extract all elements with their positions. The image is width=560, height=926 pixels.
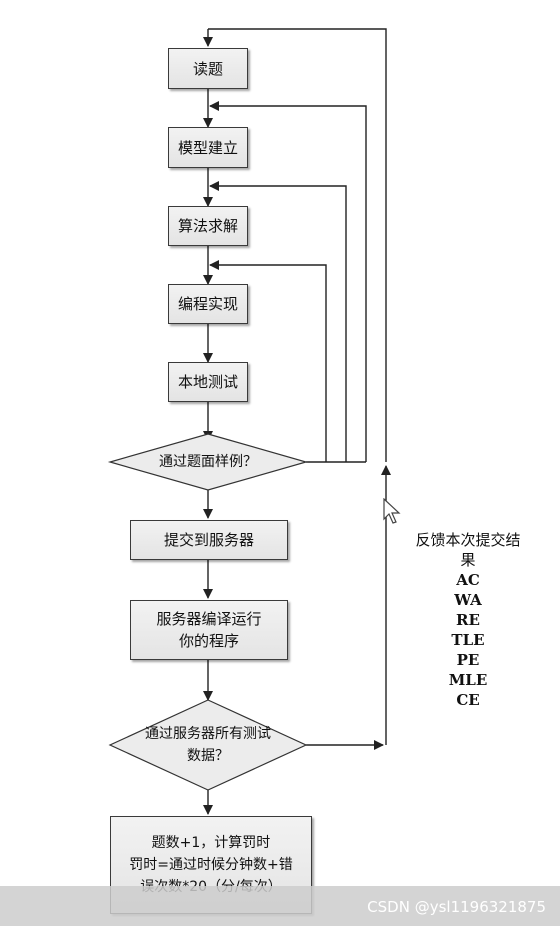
footer-bar: CSDN @ysl1196321875 (0, 886, 560, 926)
decision-server-text-2: 数据？ (187, 748, 229, 764)
decision-sample-text: 通过题面样例？ (159, 454, 257, 470)
feedback-code-ac: AC (456, 571, 480, 589)
feedback-code-mle: MLE (448, 671, 488, 689)
feedback-code-ce: CE (456, 691, 480, 709)
decision-sample-label: 通过题面样例？ (118, 451, 298, 473)
feedback-code-pe: PE (456, 651, 480, 669)
step-localtest-label: 本地测试 (177, 373, 238, 391)
step-model-box: 模型建立 (168, 127, 248, 168)
feedback-code-wa: WA (454, 591, 482, 609)
step-compile-label-2: 你的程序 (178, 632, 239, 650)
mouse-cursor-icon (383, 498, 401, 524)
step-submit-box: 提交到服务器 (130, 520, 288, 560)
slide-title-banner (0, 0, 560, 14)
loop-to-read (208, 28, 387, 462)
feedback-line-2: 果 (460, 551, 476, 569)
step-result-label-1: 题数+1，计算罚时 (151, 835, 271, 851)
csdn-watermark: CSDN @ysl1196321875 (367, 898, 546, 916)
step-compile-box: 服务器编译运行 你的程序 (130, 600, 288, 660)
feedback-code-re: RE (456, 611, 480, 629)
decision-server-text-1: 通过服务器所有测试 (145, 726, 271, 742)
step-algorithm-box: 算法求解 (168, 206, 248, 246)
step-algorithm-label: 算法求解 (177, 217, 238, 235)
step-implement-box: 编程实现 (168, 284, 248, 324)
step-localtest-box: 本地测试 (168, 362, 248, 402)
feedback-code-tle: TLE (451, 631, 485, 649)
step-read-label: 读题 (192, 59, 223, 78)
step-model-label: 模型建立 (177, 138, 238, 157)
decision-sample-diamond (107, 433, 309, 491)
step-compile-label-1: 服务器编译运行 (156, 610, 262, 628)
decision-server-diamond (108, 699, 308, 791)
decision-server-label: 通过服务器所有测试 数据？ (118, 723, 298, 767)
feedback-note: 反馈本次提交结 果 AC WA RE TLE PE MLE CE (398, 530, 538, 710)
loop-to-algorithm (209, 181, 347, 462)
step-result-label-2: 罚时=通过时候分钟数+错 (129, 857, 293, 873)
step-read-box: 读题 (168, 48, 248, 89)
step-submit-label: 提交到服务器 (163, 531, 254, 549)
feedback-line-1: 反馈本次提交结 (415, 531, 521, 549)
loop-to-implement (209, 260, 327, 462)
step-implement-label: 编程实现 (177, 295, 238, 313)
loop-to-model (209, 101, 367, 462)
